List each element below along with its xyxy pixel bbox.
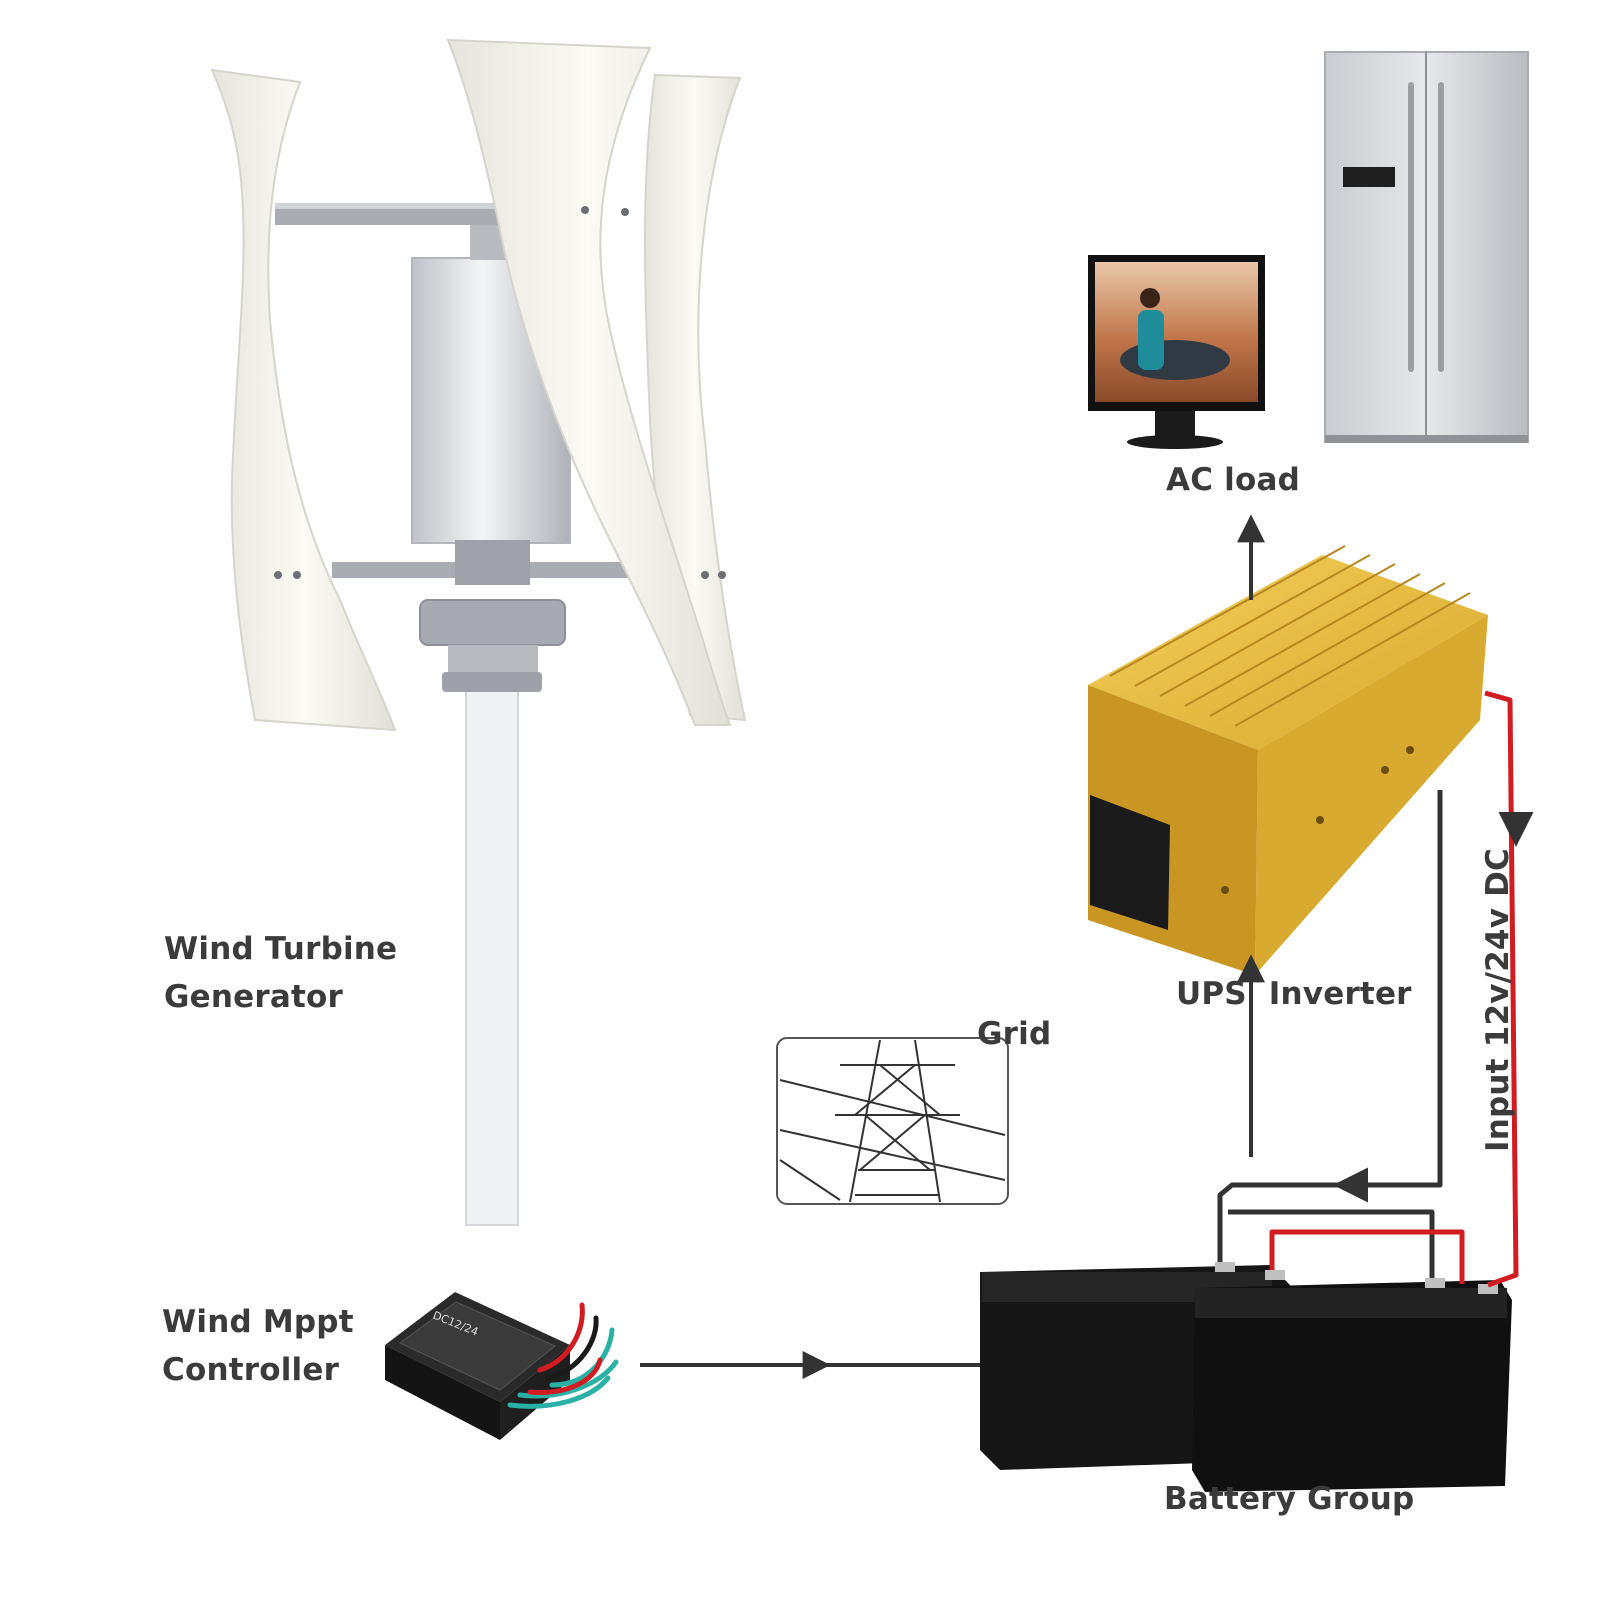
wind-turbine-illustration	[210, 38, 747, 1226]
mppt-controller-illustration: DC12/24	[385, 1292, 619, 1440]
monitor-icon	[1088, 255, 1265, 449]
turbine-blade-front	[446, 38, 732, 726]
wiring	[640, 514, 1534, 1379]
turbine-blade-left	[210, 68, 397, 732]
positive-wire	[1484, 690, 1519, 1288]
battery-group-label: Battery Group	[1164, 1481, 1415, 1517]
wind-mppt-controller-label: Wind Mppt Controller	[162, 1298, 354, 1394]
ups-inverter-label: UPS Inverter	[1176, 976, 1412, 1012]
inverter-illustration	[1088, 545, 1488, 975]
power-grid-icon	[776, 1037, 1009, 1205]
mppt-label-line1: Wind Mppt	[162, 1304, 354, 1340]
mppt-label-line2: Controller	[162, 1352, 340, 1389]
input-dc-label: Input 12v/24v DC	[1479, 848, 1516, 1152]
ac-load-label: AC load	[1166, 462, 1300, 498]
battery-group-illustration	[980, 1262, 1512, 1492]
wind-turbine-generator-label: Wind Turbine Generator	[164, 925, 397, 1021]
grid-label: Grid	[977, 1016, 1052, 1052]
controller-wires	[507, 1302, 619, 1409]
refrigerator-icon	[1324, 51, 1529, 443]
wind-turbine-label-line2: Generator	[164, 979, 343, 1016]
wind-turbine-label-line1: Wind Turbine	[164, 931, 398, 967]
turbine-pole	[465, 689, 519, 1226]
negative-wire	[1217, 790, 1443, 1262]
